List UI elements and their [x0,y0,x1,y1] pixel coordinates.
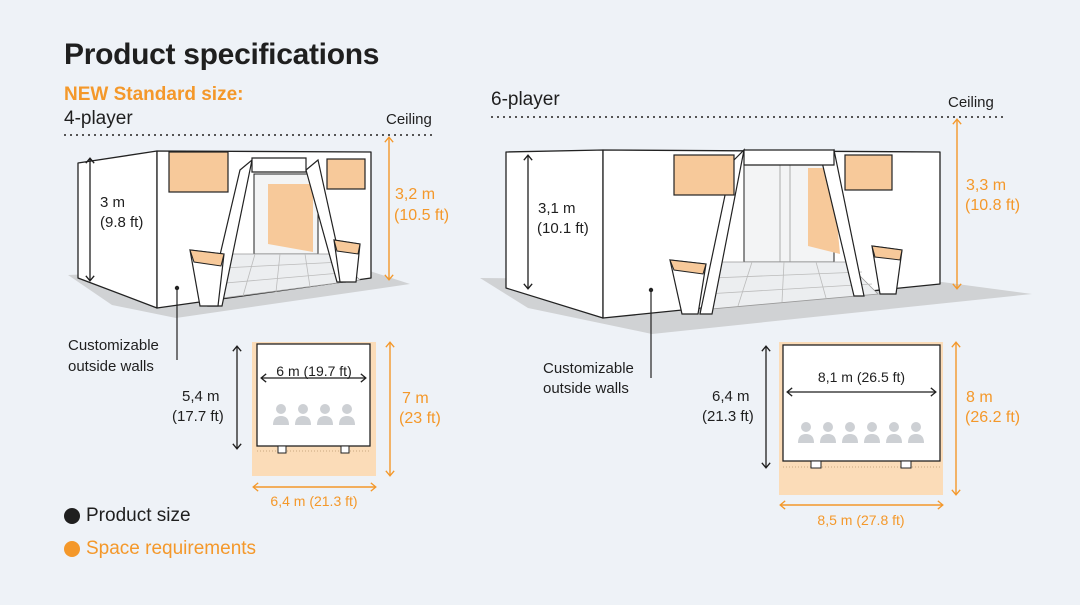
seat-person-icon [886,422,902,443]
seat-person-icon [842,422,858,443]
page-title: Product specifications [64,38,380,71]
large-ceiling-label: Ceiling [948,94,994,111]
large-walls-label-2: outside walls [543,380,629,397]
large-space-depth: 8 m [966,389,993,406]
large-product-depth: 6,4 m [712,388,750,405]
small-product-height: 3 m [100,194,126,211]
small-space-depth-ft: (23 ft) [399,410,441,427]
product-size-dot [64,508,80,524]
small-product-depth: 5,4 m [182,388,220,405]
seat-person-icon [820,422,836,443]
small-ceiling-label: Ceiling [386,111,432,128]
booth-6player-illustration [480,148,1032,378]
product-rect-6 [782,344,941,462]
seat-person-icon [908,422,924,443]
large-product-width: 8,1 m (26.5 ft) [817,369,906,385]
seat-person-icon [273,404,289,425]
space-requirements-dot [64,541,80,557]
large-booth-heading: 6-player [491,89,560,110]
small-walls-label-1: Customizable [68,337,159,354]
booth-4player-illustration [68,150,410,360]
seat-person-icon [798,422,814,443]
wall-screen-left-4 [168,151,229,193]
product-rect-4 [256,343,371,447]
small-space-height-ft: (10.5 ft) [394,207,450,224]
seat-person-icon [864,422,880,443]
standard-size-subtitle: NEW Standard size: [64,84,244,105]
small-space-height: 3,2 m [395,186,436,203]
large-space-height: 3,3 m [966,177,1007,194]
interior-screen-4 [268,184,313,252]
wall-screen-right-6 [844,154,893,191]
seat-person-icon [295,404,311,425]
large-walls-label-1: Customizable [543,360,634,377]
small-walls-label-2: outside walls [68,358,154,375]
wall-screen-right-4 [326,158,366,190]
small-product-height-ft: (9.8 ft) [100,214,144,231]
legend-space-requirements: Space requirements [86,538,257,559]
legend-product-size: Product size [86,505,191,526]
wall-screen-left-6 [673,154,735,196]
large-space-depth-ft: (26.2 ft) [965,409,1021,426]
seat-person-icon [317,404,333,425]
large-space-width: 8,5 m (27.8 ft) [817,512,905,528]
small-product-width: 6 m (19.7 ft) [276,363,352,379]
seats-4 [273,404,355,425]
floorplan-6player [779,342,943,495]
large-product-height-ft: (10.1 ft) [537,220,589,237]
small-product-depth-ft: (17.7 ft) [172,408,224,425]
small-booth-heading: 4-player [64,108,133,129]
seats-6 [798,422,924,443]
small-space-depth: 7 m [402,390,429,407]
large-space-height-ft: (10.8 ft) [965,197,1021,214]
large-product-depth-ft: (21.3 ft) [702,408,754,425]
small-space-width: 6,4 m (21.3 ft) [270,493,358,509]
seat-person-icon [339,404,355,425]
floorplan-4player [252,342,376,476]
large-product-height: 3,1 m [538,200,576,217]
